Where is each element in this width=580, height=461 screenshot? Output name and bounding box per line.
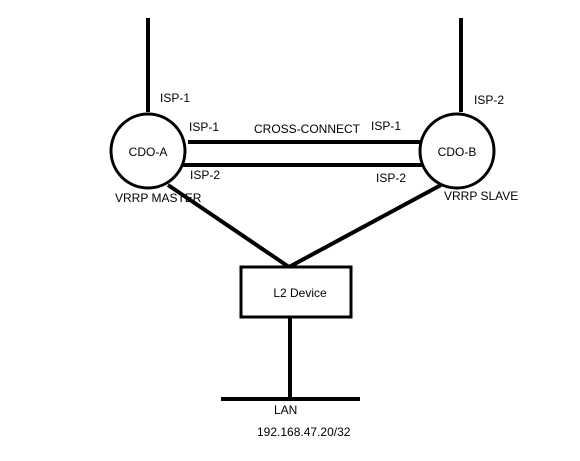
cdo-b-uplink-label: ISP-2 [474,93,504,107]
cdo-a-isp2-link-label: ISP-2 [190,168,220,182]
cdo-b-to-l2-line [288,183,442,269]
cdo-a-label: CDO-A [129,145,168,159]
cdo-a-role-label: VRRP MASTER [115,191,202,205]
cdo-a-isp1-link-label: ISP-1 [189,120,219,134]
cdo-b-label: CDO-B [438,145,477,159]
cdo-b-node [418,112,496,190]
lan-label: LAN [274,403,297,417]
cdo-a-uplink-label: ISP-1 [160,91,190,105]
l2-device-label: L2 Device [273,286,327,300]
cdo-b-isp2-link-label: ISP-2 [376,171,406,185]
l2-device-box [239,265,353,319]
cdo-b-isp1-link-label: ISP-1 [371,119,401,133]
cross-connect-label: CROSS-CONNECT [254,122,361,136]
cdo-a-node [109,112,187,190]
cdo-a-to-l2-line [166,183,291,269]
cdo-b-role-label: VRRP SLAVE [444,189,518,203]
lan-address-label: 192.168.47.20/32 [257,425,351,439]
